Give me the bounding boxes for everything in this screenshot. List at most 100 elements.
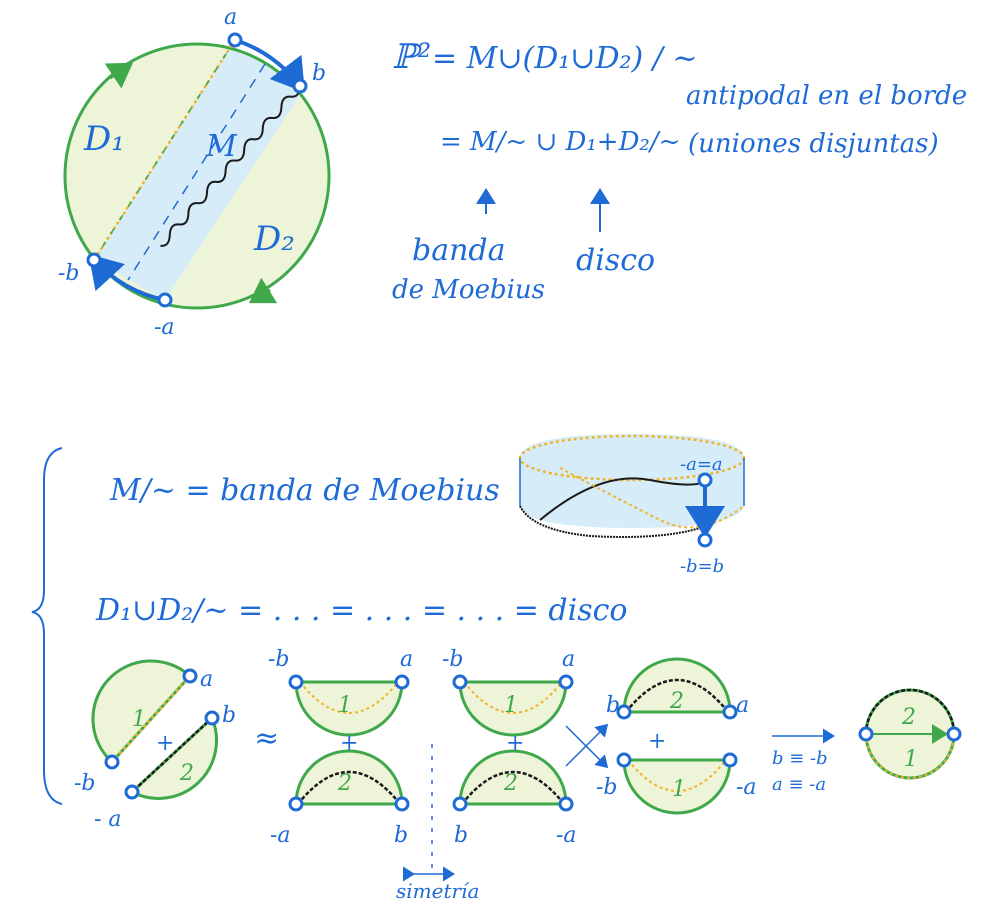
step1-label-a: a bbox=[200, 667, 213, 692]
disk-boundary bbox=[63, 42, 331, 310]
step5-final-disk: 2 1 bbox=[858, 688, 962, 780]
step4-label-a: a bbox=[736, 693, 749, 718]
step1-vertex-nega bbox=[124, 784, 140, 800]
step2-disk2 bbox=[294, 749, 404, 806]
step2-label-a: a bbox=[400, 647, 413, 672]
step2-label-negb: -b bbox=[268, 647, 290, 672]
identify-line2: a ≡ -a bbox=[772, 774, 826, 795]
step4-disk2 bbox=[622, 657, 732, 714]
label-m: M bbox=[205, 129, 238, 164]
formula-note-antipodal: antipodal en el borde bbox=[686, 81, 967, 111]
label-a: a bbox=[224, 5, 237, 30]
vertex-neg-a bbox=[157, 292, 173, 308]
step2-label-nega: -a bbox=[270, 823, 291, 848]
moebius-band-drawing: -a=a -b=b bbox=[518, 434, 746, 577]
chord-a-negb-overlay bbox=[93, 39, 236, 261]
step1-black-edge bbox=[131, 717, 213, 793]
step4-vertex-negb bbox=[616, 752, 632, 768]
m-quotient-label: M/~ = banda de Moebius bbox=[109, 473, 500, 508]
arc-nega-negb bbox=[88, 254, 166, 302]
moebius-twist-yellow bbox=[559, 467, 745, 529]
step1-number-1: 1 bbox=[132, 707, 146, 732]
final-vertex-right bbox=[946, 726, 962, 742]
formula-line2: = M/~ ∪ D₁+D₂/~ bbox=[440, 127, 680, 157]
step2-disk1-yellow bbox=[299, 681, 399, 714]
section-brace bbox=[31, 447, 63, 805]
step2-vertex-b bbox=[394, 796, 410, 812]
step3-plus: + bbox=[506, 731, 524, 756]
homeo-symbol: ≈ bbox=[254, 721, 279, 756]
label-disco-top: disco bbox=[576, 243, 655, 278]
step1-disk2 bbox=[129, 715, 218, 800]
formula-lhs: ℙ² bbox=[392, 37, 431, 77]
center-dashed-line bbox=[127, 63, 266, 281]
band-m bbox=[94, 44, 305, 300]
label-d1: D₁ bbox=[83, 119, 125, 159]
green-arrow-top-left bbox=[104, 62, 133, 89]
step3-vertex-nega bbox=[558, 796, 574, 812]
step3-half-disks: -b a b -a 1 2 + bbox=[442, 647, 577, 848]
chord-a-negb bbox=[92, 39, 237, 261]
step1-number-2: 2 bbox=[179, 761, 194, 786]
step3-label-b: b bbox=[454, 823, 468, 848]
label-banda: banda bbox=[412, 233, 506, 268]
step2-number-1: 1 bbox=[338, 693, 352, 718]
step2-disk2-black bbox=[297, 770, 401, 805]
formula-line1: = M∪(D₁∪D₂) / ~ bbox=[432, 41, 698, 76]
final-number-1: 1 bbox=[904, 747, 918, 772]
step1-label-negb: -b bbox=[74, 771, 96, 796]
moebius-fill bbox=[520, 434, 744, 528]
step2-disk1 bbox=[294, 680, 404, 737]
step4-half-disks: b a -b -a 2 1 + bbox=[596, 657, 757, 815]
formula-note-disjoint: (uniones disjuntas) bbox=[688, 129, 939, 159]
step2-plus: + bbox=[340, 731, 358, 756]
step3-vertex-a bbox=[558, 674, 574, 690]
symmetry-label: simetría bbox=[396, 879, 479, 903]
final-number-2: 2 bbox=[901, 705, 916, 730]
step4-disk1 bbox=[622, 758, 732, 815]
label-neg-b: -b bbox=[58, 261, 80, 286]
step1-label-b: b bbox=[222, 703, 236, 728]
step3-number-1: 1 bbox=[504, 693, 518, 718]
step4-disk1-yellow bbox=[627, 759, 727, 792]
step1-plus: + bbox=[156, 731, 174, 756]
step4-number-1: 1 bbox=[672, 777, 686, 802]
vertex-a bbox=[227, 32, 243, 48]
moebius-twist-black bbox=[539, 477, 706, 521]
step2-half-disks: -b a -a b 1 2 + bbox=[268, 647, 413, 848]
step2-vertex-nega bbox=[288, 796, 304, 812]
step4-vertex-a-top bbox=[722, 704, 738, 720]
step4-vertex-nega bbox=[722, 752, 738, 768]
final-vertex-left bbox=[858, 726, 874, 742]
step3-disk2 bbox=[458, 749, 568, 806]
identify-line1: b ≡ -b bbox=[772, 748, 828, 769]
step3-vertex-b bbox=[452, 796, 468, 812]
step2-vertex-a bbox=[394, 674, 410, 690]
step4-label-negb: -b bbox=[596, 775, 618, 800]
step3-disk2-black bbox=[461, 770, 565, 805]
cross-arrow-up bbox=[565, 723, 609, 767]
step3-label-nega: -a bbox=[556, 823, 577, 848]
wavy-chord-b-nega bbox=[160, 85, 301, 247]
step3-number-2: 2 bbox=[503, 771, 518, 796]
step1-disk1 bbox=[91, 659, 193, 765]
step3-vertex-negb bbox=[452, 674, 468, 690]
step2-number-2: 2 bbox=[337, 771, 352, 796]
step4-label-b: b bbox=[606, 693, 620, 718]
step1-half-disks: a b -b - a 1 2 + bbox=[74, 659, 236, 832]
step4-label-nega: -a bbox=[736, 775, 757, 800]
moebius-vertex-a bbox=[697, 472, 713, 488]
arc-a-b bbox=[234, 38, 305, 93]
vertex-b bbox=[292, 78, 308, 94]
step4-number-2: 2 bbox=[669, 689, 684, 714]
label-b: b bbox=[312, 61, 326, 86]
formula-block: ℙ² = M∪(D₁∪D₂) / ~ antipodal en el borde… bbox=[392, 37, 967, 305]
vertex-neg-b bbox=[86, 252, 102, 268]
step1-yellow-edge bbox=[111, 675, 191, 763]
label-neg-a: -a bbox=[154, 315, 175, 340]
step4-vertex-b-top bbox=[616, 704, 632, 720]
step3-label-a: a bbox=[562, 647, 575, 672]
moebius-vertex-b bbox=[697, 532, 713, 548]
label-d2: D₂ bbox=[253, 219, 295, 259]
